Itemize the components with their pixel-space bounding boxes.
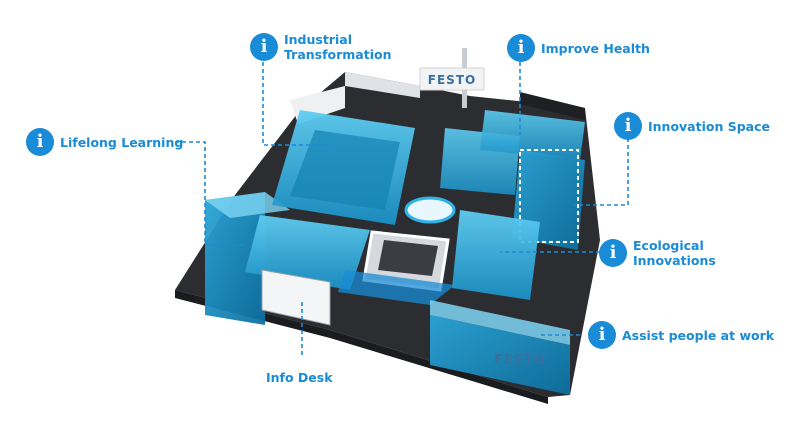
glass-room-lifelong-top: [205, 192, 290, 218]
sign-board: [419, 67, 485, 91]
info-icon: i: [614, 112, 642, 140]
label-text-assist: Assist people at work: [622, 327, 775, 343]
zone-ecological: [452, 210, 540, 300]
info-desk-block: [261, 269, 331, 326]
back-wall-left: [345, 72, 420, 98]
leader-industrial: [262, 62, 330, 146]
label-text-lifelong: Lifelong Learning: [60, 134, 184, 150]
sign-brand-text: FESTO: [428, 73, 476, 87]
label-text-ecological: Ecological Innovations: [633, 238, 716, 268]
zone-assist: [430, 315, 570, 395]
back-wall-right: [520, 92, 585, 120]
center-display: [404, 196, 456, 224]
label-text-industrial: Industrial Transformation: [284, 32, 392, 62]
label-text-innovation: Innovation Space: [648, 118, 770, 134]
glass-room-lifelong: [205, 192, 265, 325]
leader-lifelong: [175, 141, 245, 246]
label-line: Innovations: [633, 253, 716, 268]
info-icon: i: [599, 239, 627, 267]
innovation-highlight: [519, 149, 579, 243]
label-lifelong: i Lifelong Learning: [26, 128, 183, 156]
label-industrial: i Industrial Transformation: [250, 32, 392, 62]
floor-edge: [175, 290, 548, 404]
center-kiosk-top: [378, 240, 438, 276]
zone-middle-left: [245, 215, 370, 290]
info-icon: i: [588, 321, 616, 349]
info-icon: i: [250, 33, 278, 61]
label-infodesk: Info Desk: [266, 370, 333, 385]
label-line: Transformation: [284, 47, 392, 62]
label-text-health: Improve Health: [541, 40, 650, 56]
label-line: Industrial: [284, 32, 352, 47]
leader-lines: [175, 62, 629, 355]
info-icon: i: [26, 128, 54, 156]
label-health: i Improve Health: [507, 34, 650, 62]
leader-innovation: [575, 138, 629, 206]
zone-health-right: [480, 110, 585, 160]
label-text-infodesk: Info Desk: [266, 370, 333, 385]
label-ecological: i Ecological Innovations: [599, 238, 716, 268]
label-line: Ecological: [633, 238, 704, 253]
walkway: [338, 270, 455, 305]
label-assist: i Assist people at work: [588, 321, 774, 349]
booth-brand-text: FESTO: [494, 353, 546, 368]
zone-industrial-inner: [290, 130, 400, 210]
info-icon: i: [507, 34, 535, 62]
zone-assist-top: [430, 300, 570, 345]
label-innovation: i Innovation Space: [614, 112, 770, 140]
